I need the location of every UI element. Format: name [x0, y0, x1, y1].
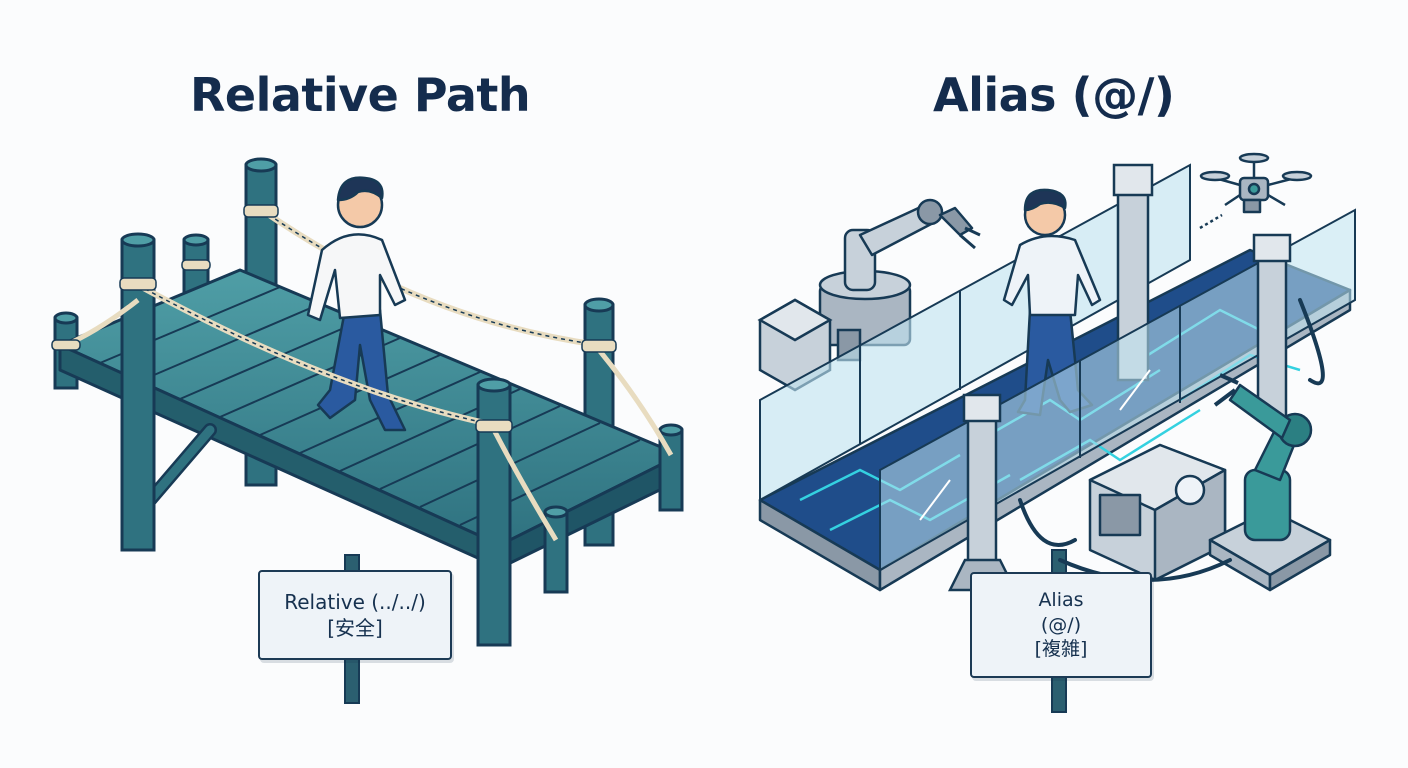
control-console [1090, 445, 1225, 580]
drone [1200, 154, 1311, 228]
relative-sign-label: Relative (../../) [284, 589, 426, 615]
alias-sign: Alias (@/) [複雑] [970, 572, 1152, 678]
relative-sign-note: [安全] [327, 615, 383, 641]
relative-path-sign: Relative (../../) [安全] [258, 570, 452, 660]
alias-sign-note: [複雑] [1035, 637, 1088, 662]
alias-sign-symbol: (@/) [1041, 613, 1081, 638]
robot-arm-right [1210, 375, 1330, 590]
alias-sign-label: Alias [1038, 588, 1083, 613]
